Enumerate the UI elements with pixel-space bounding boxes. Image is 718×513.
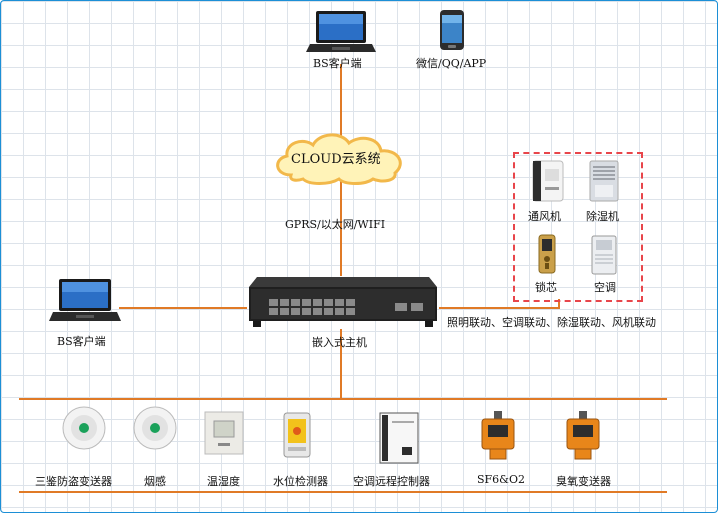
ventilator-icon: [531, 159, 565, 203]
sensor-label-sf6-o2: SF6&O2: [477, 473, 525, 486]
top-laptop-label: BS客户端: [313, 57, 362, 70]
dehumidifier-icon: [587, 159, 621, 203]
sf6-o2-detector-icon: [478, 409, 518, 461]
controlled-devices-box: [513, 152, 643, 302]
temp-humidity-sensor-icon: [204, 411, 244, 455]
anti-theft-sensor-icon: [61, 405, 107, 451]
cloud-label: CLOUD云系统: [291, 152, 381, 167]
linkage-text: 照明联动、空调联动、除湿联动、风机联动: [447, 316, 656, 329]
ozone-transmitter-icon: [563, 409, 603, 461]
sensor-label-temp-humidity: 温湿度: [207, 475, 240, 488]
ventilator-label: 通风机: [528, 210, 561, 223]
line-left-client: [119, 307, 247, 309]
ac-remote-controller-icon: [378, 411, 420, 465]
smoke-detector-icon: [132, 405, 178, 451]
line-to-controlled: [558, 299, 560, 309]
sensor-bus-bottom: [19, 491, 667, 493]
sensor-label-anti-theft: 三鉴防盗变送器: [35, 475, 112, 488]
line-top-vertical: [340, 64, 342, 136]
lock-label: 锁芯: [535, 281, 557, 294]
host-label: 嵌入式主机: [312, 336, 367, 349]
laptop-icon: [306, 9, 376, 54]
embedded-host-icon: [247, 275, 439, 329]
water-level-detector-icon: [280, 411, 314, 459]
lock-icon: [537, 233, 557, 275]
dehumidifier-label: 除湿机: [586, 210, 619, 223]
sensor-label-ozone: 臭氧变送器: [556, 475, 611, 488]
air-conditioner-label: 空调: [594, 281, 616, 294]
sensor-label-water-level: 水位检测器: [273, 475, 328, 488]
sensor-label-smoke: 烟感: [144, 475, 166, 488]
phone-icon: [439, 9, 465, 51]
line-cloud-to-host: [340, 181, 342, 276]
line-right-linkage: [439, 307, 559, 309]
phone-label: 微信/QQ/APP: [416, 57, 487, 70]
left-client-label: BS客户端: [57, 335, 106, 348]
cloud-icon: [269, 129, 413, 187]
left-laptop-icon: [49, 277, 121, 323]
sensor-bus-top: [19, 398, 667, 400]
link-label: GPRS/以太网/WIFI: [285, 218, 386, 231]
line-host-to-bus: [340, 329, 342, 399]
sensor-label-ac-remote: 空调远程控制器: [353, 475, 430, 488]
air-conditioner-icon: [590, 235, 618, 275]
